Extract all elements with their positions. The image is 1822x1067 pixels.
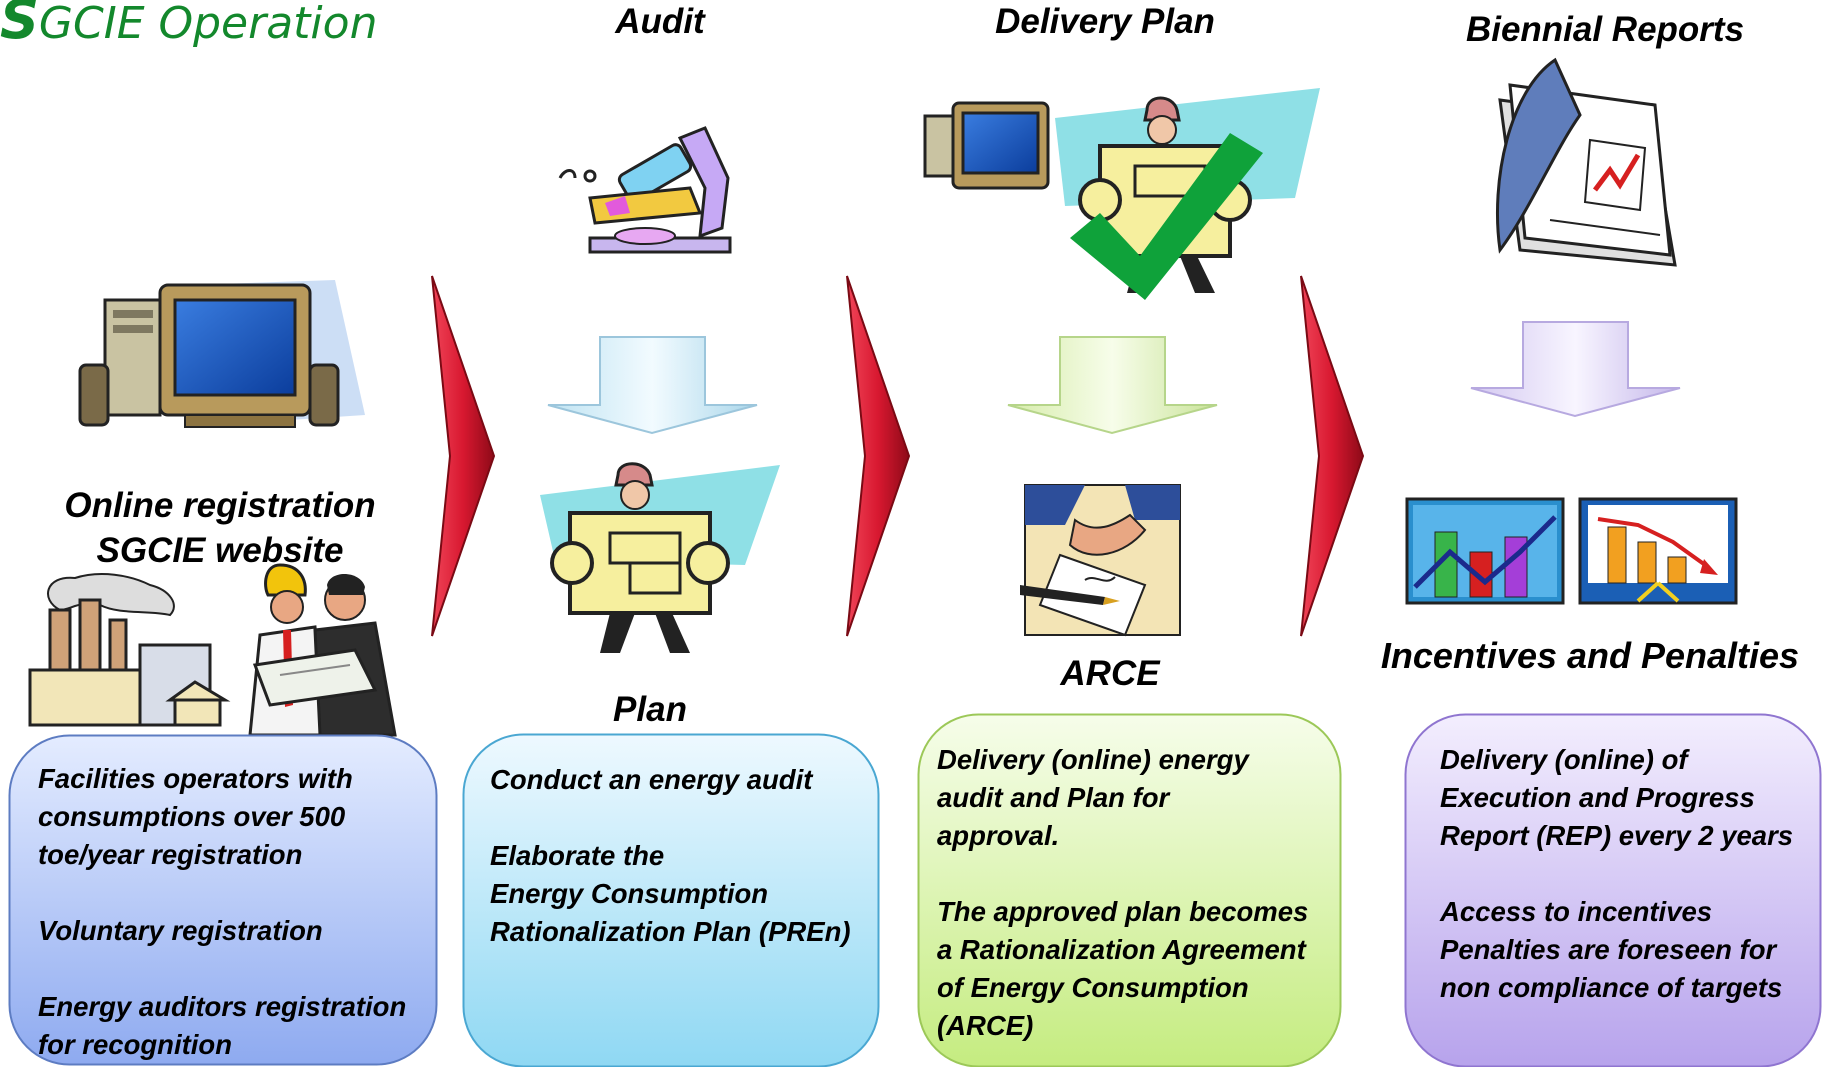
box-line: Facilities operators with [38,763,353,794]
blueprint-worker-icon [923,88,1320,293]
box-line: approval. [937,820,1060,851]
box-line: Report (REP) every 2 years [1440,820,1794,851]
box-line [937,855,1342,893]
box-line: Access to incentives [1440,896,1713,927]
handshake-contract-icon [1020,484,1181,637]
checkmark-icon [1070,133,1263,300]
box-line: Delivery (online) energy [937,744,1249,775]
bar-chart-up-icon [1405,497,1565,605]
box-line: toe/year registration [38,839,303,870]
box-line [490,799,880,837]
box-line: non compliance of targets [1440,972,1783,1003]
stage-label-arce: ARCE [1060,654,1160,693]
box-line: Execution and Progress [1440,782,1755,813]
box-reports: Delivery (online) of Execution and Progr… [1404,713,1822,1067]
box-line: consumptions over 500 [38,801,346,832]
computer-icon [78,280,365,428]
stage-label-plan: Plan [613,690,687,729]
box-line: Penalties are foreseen for [1440,934,1777,965]
box-line [38,874,438,912]
factory-icon [28,573,231,727]
box-line: Conduct an energy audit [490,764,813,795]
box-line: of Energy Consumption [937,972,1249,1003]
report-document-icon [1496,57,1677,267]
box-registration: Facilities operators with consumptions o… [8,734,438,1066]
box-line: Voluntary registration [38,915,323,946]
stage-label-registration: Online registration SGCIE website [64,486,376,570]
box-line: The approved plan becomes [937,896,1309,927]
down-arrow-icon [1470,321,1681,418]
down-arrow-icon [547,336,758,435]
right-chevron-icon [1300,275,1365,637]
box-registration-bg [8,734,438,1066]
right-chevron-icon [431,275,496,637]
box-line: a Rationalization Agreement [937,934,1306,965]
stage-header-delivery-plan: Delivery Plan [995,2,1215,41]
box-line: (ARCE) [937,1010,1034,1041]
box-line: audit and Plan for [937,782,1170,813]
page-title: SGCIE Operation [0,0,378,51]
engineers-icon [248,563,397,737]
box-delivery: Delivery (online) energy audit and Plan … [917,713,1342,1067]
box-line: Delivery (online) of [1440,744,1688,775]
right-chevron-icon [846,275,911,637]
stage-label-incentives: Incentives and Penalties [1380,635,1800,676]
bar-chart-down-icon [1578,497,1738,605]
down-arrow-icon [1007,336,1218,435]
box-line [1440,855,1822,893]
microscope-icon [558,126,732,254]
box-line: Rationalization Plan (PREn) [490,916,851,947]
stage-header-audit: Audit [615,2,705,41]
blueprint-worker-icon [540,462,780,653]
box-line: Energy auditors registration [38,991,407,1022]
box-line: Energy Consumption [490,878,769,909]
box-line: for recognition [38,1029,233,1060]
box-audit: Conduct an energy audit Elaborate the En… [462,733,880,1067]
stage-header-biennial-reports: Biennial Reports [1465,10,1745,49]
box-line [38,950,438,988]
box-line: Elaborate the [490,840,665,871]
